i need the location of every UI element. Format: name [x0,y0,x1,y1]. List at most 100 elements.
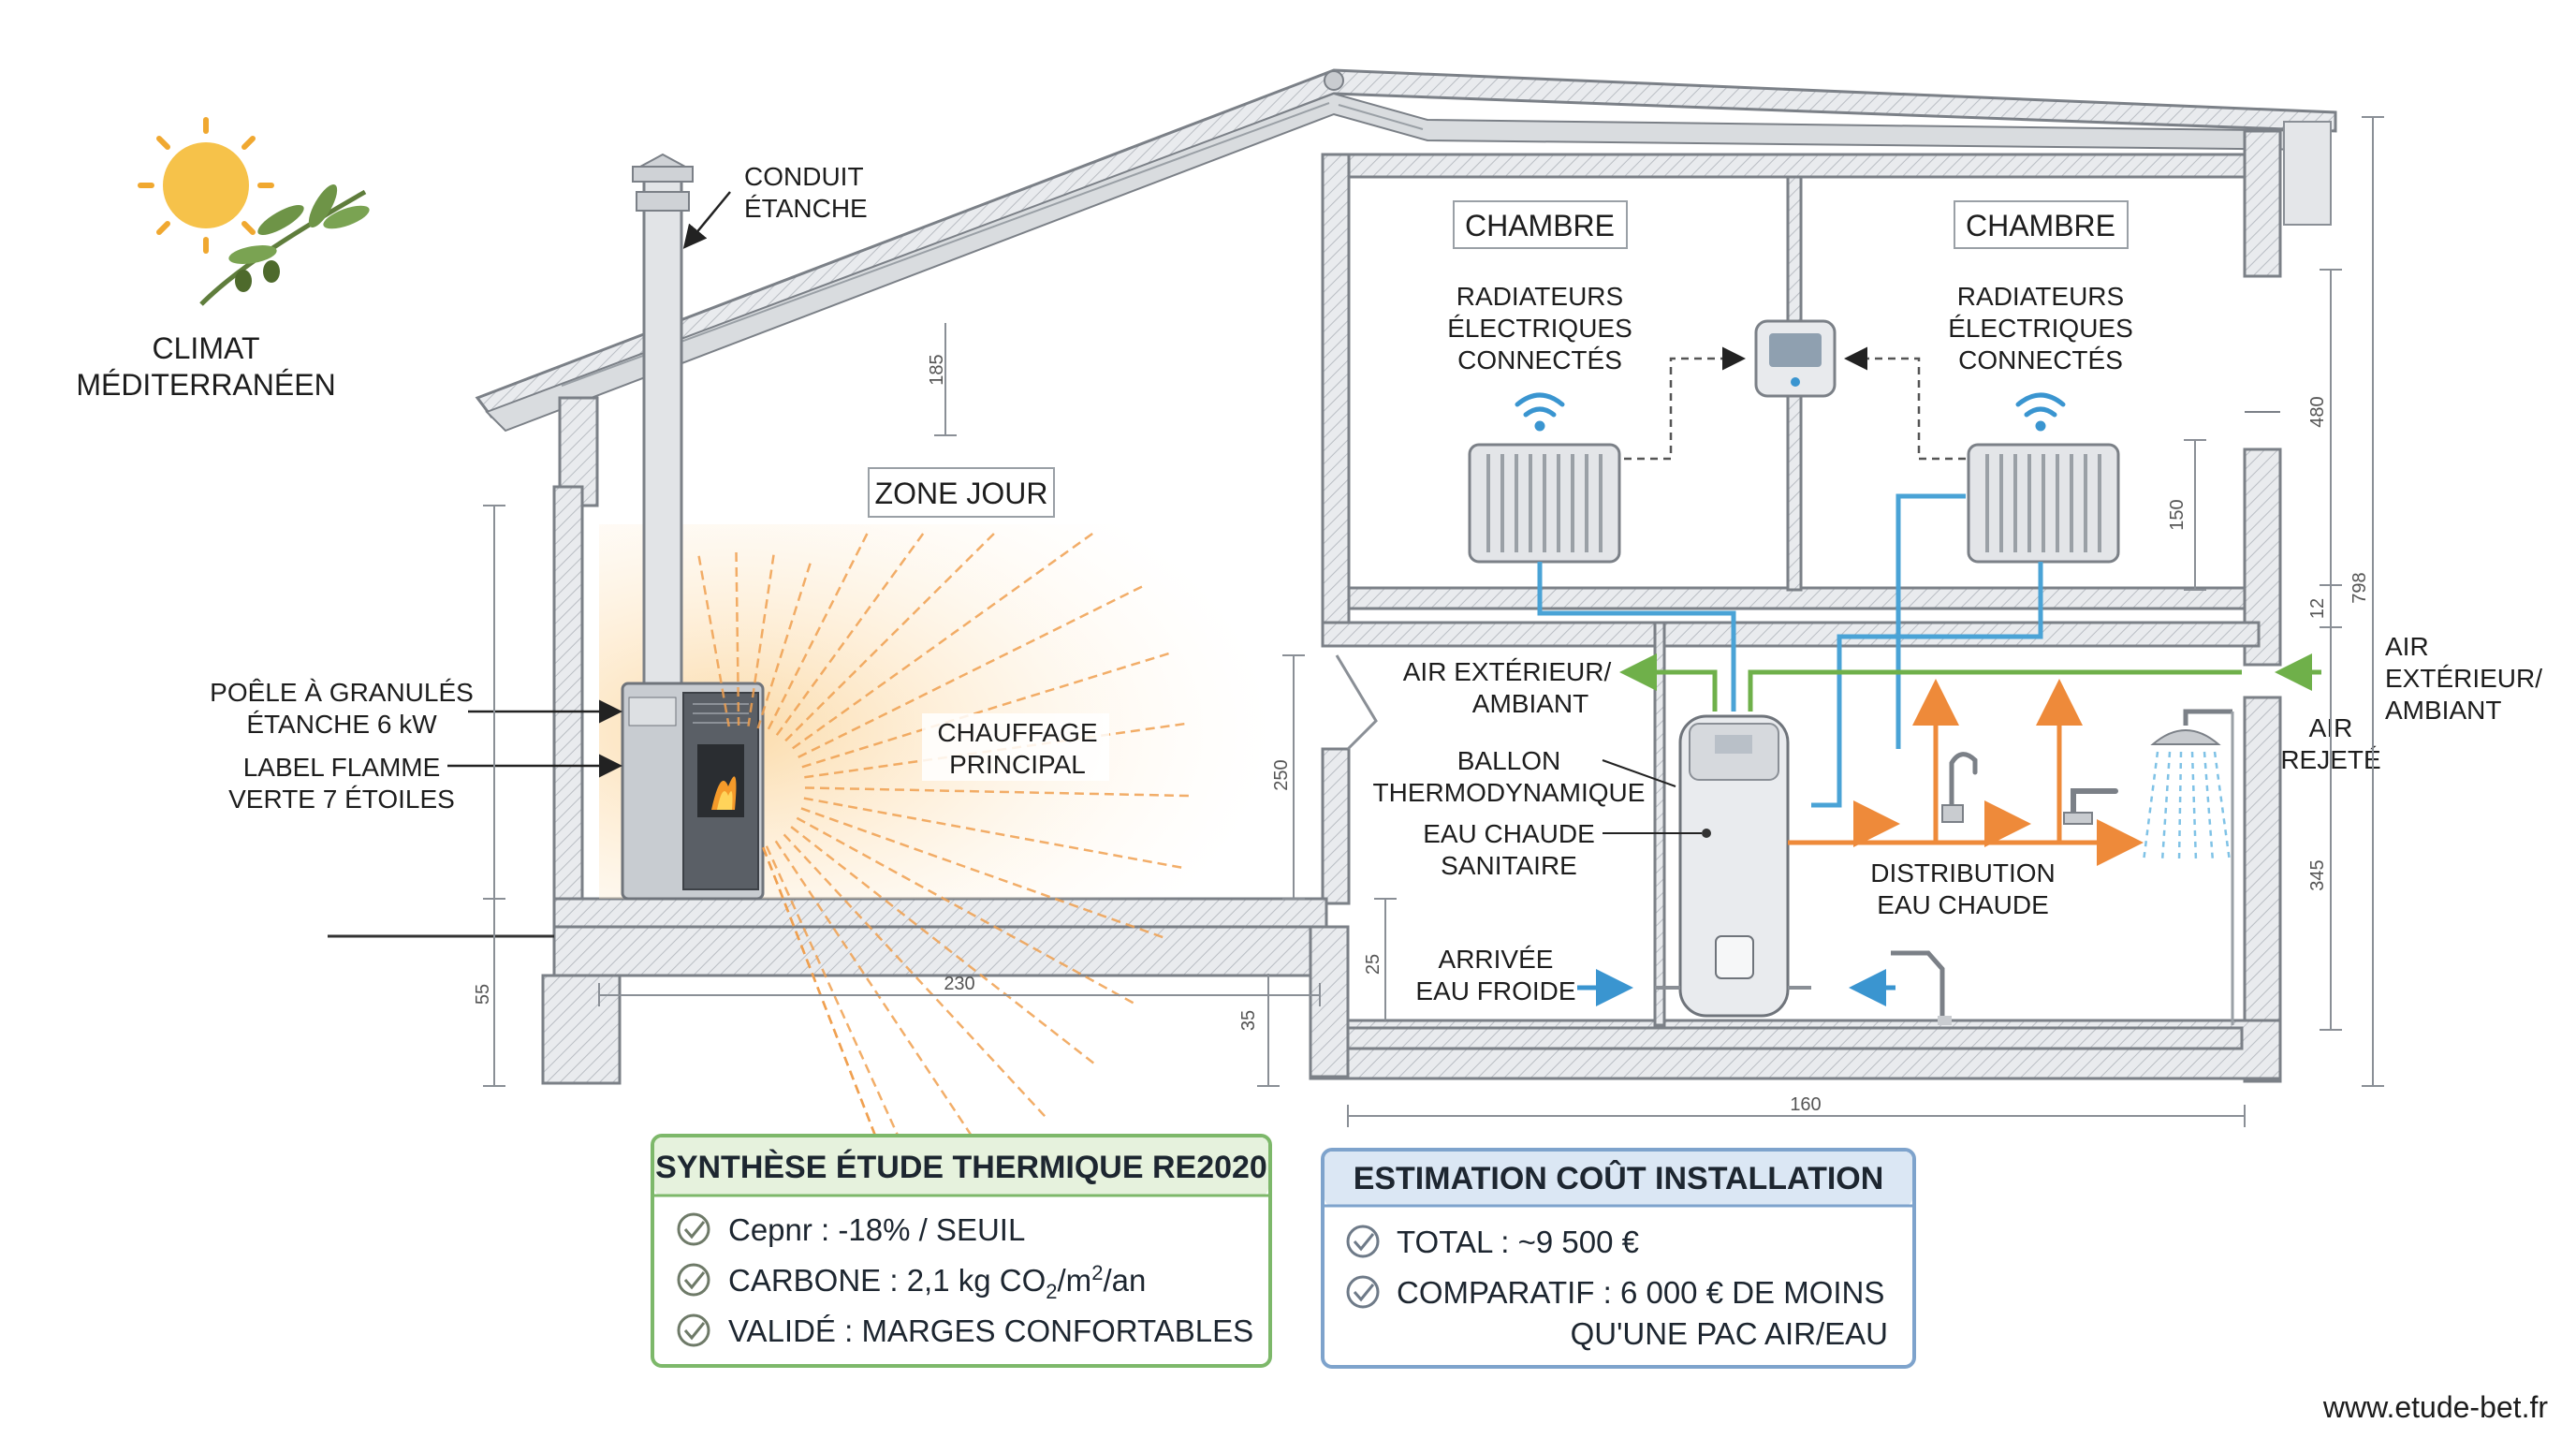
chauffage-line2: PRINCIPAL [949,750,1086,779]
dim-798: 798 [2349,572,2370,603]
poele-line2: ÉTANCHE 6 kW [246,710,437,739]
radiator-left-icon [1468,443,1621,564]
air-ext-left-line1: AIR EXTÉRIEUR/ [1403,657,1612,686]
chauffage-line1: CHAUFFAGE [937,718,1097,747]
estimation-item2-line1: COMPARATIF : 6 000 € DE MOINS [1397,1275,1884,1310]
heat-ray [782,533,995,745]
air-ext-right-line2: EXTÉRIEUR/ [2385,664,2542,693]
estimation-item1: TOTAL : ~9 500 € [1397,1225,1639,1259]
estimation-title: ESTIMATION COÛT INSTALLATION [1354,1160,1884,1196]
distribution-line1: DISTRIBUTION [1870,858,2056,888]
synthese-item1: Cepnr : -18% / SEUIL [728,1212,1025,1247]
heat-ray [771,836,989,1162]
eau-chaude-line2: SANITAIRE [1441,851,1577,880]
dim-12: 12 [2307,598,2328,619]
estimation-panel: ESTIMATION COÛT INSTALLATION TOTAL : ~9 … [1321,1148,1916,1369]
heat-ray [766,533,869,733]
rad-left-line3: CONNECTÉS [1457,345,1622,374]
wifi-icon [2015,392,2066,432]
conduit-line2: ÉTANCHE [744,194,868,223]
rad-right-line2: ÉLECTRIQUES [1948,314,2133,343]
check-icon [677,1263,710,1297]
dim-250: 250 [1271,759,1292,790]
heat-ray [774,533,925,739]
arrivee-line1: ARRIVÉE [1439,945,1554,974]
eau-chaude-line1: EAU CHAUDE [1423,819,1595,848]
dimension-lines [483,116,2384,1127]
conduit-line1: CONDUIT [744,162,864,191]
sun-icon [138,117,274,254]
rad-right-line3: CONNECTÉS [1958,345,2123,374]
water-pipes [1537,493,2043,808]
heat-ray [796,805,1164,939]
dim-150: 150 [2167,499,2188,530]
heat-ray [799,722,1185,780]
synthese-panel: SYNTHÈSE ÉTUDE THERMIQUE RE2020 Cepnr : … [651,1134,1272,1368]
shower-icon [2142,709,2234,1025]
olive-branch-icon [199,184,370,306]
dim-35: 35 [1238,1010,1259,1031]
thermodynamic-tank [1678,714,1790,1018]
estimation-item2-line2: QU'UNE PAC AIR/EAU [1571,1316,1888,1351]
check-icon [1346,1225,1380,1258]
rad-left-line1: RADIATEURS [1456,282,1623,311]
climate-line2: MÉDITERRANÉEN [76,368,335,402]
heat-ray [788,532,1093,753]
walls [541,129,2282,1085]
ballon-line2: THERMODYNAMIQUE [1373,778,1646,807]
dim-185: 185 [927,354,947,385]
heat-ray [786,823,1095,1064]
check-icon [677,1212,710,1246]
chambre-right-box [1954,200,2129,249]
chambre-right-label: CHAMBRE [1966,209,2115,242]
tap-icon [2063,788,2118,825]
heat-ray [780,829,1046,1118]
chimney-flue [632,153,694,690]
rad-right-line1: RADIATEURS [1957,282,2124,311]
synthese-title: SYNTHÈSE ÉTUDE THERMIQUE RE2020 [655,1150,1267,1185]
ballon-line1: BALLON [1457,746,1561,775]
flamme-line2: VERTE 7 ÉTOILES [228,785,455,814]
air-duct [1619,653,2321,712]
synthese-item3: VALIDÉ : MARGES CONFORTABLES [728,1313,1253,1348]
distribution-line2: EAU CHAUDE [1877,890,2049,919]
zone-jour-box [868,467,1055,518]
roof [475,68,2337,433]
heat-ray [798,796,1182,869]
air-ext-right-line3: AMBIANT [2385,696,2501,725]
dim-345: 345 [2307,859,2328,890]
heat-ray [797,652,1169,770]
climate-line1: CLIMAT [153,331,260,365]
pellet-stove [621,682,765,901]
faucet-icon [1941,752,1978,823]
thermostat-icon [1754,319,1837,398]
dim-230: 230 [944,974,974,994]
dim-160: 160 [1790,1094,1821,1115]
heat-ray [799,786,1189,798]
dim-55: 55 [473,984,493,1005]
chambre-left-box [1453,200,1628,249]
dim-25: 25 [1363,954,1383,975]
flamme-line1: LABEL FLAMME [243,753,441,782]
footer-url: www.etude-bet.fr [2322,1390,2548,1424]
zone-jour-label: ZONE JOUR [875,477,1048,510]
air-ext-right-line1: AIR [2385,632,2429,661]
hot-water-pipes [1788,679,2144,866]
chambre-left-label: CHAMBRE [1465,209,1615,242]
dim-480: 480 [2307,396,2328,427]
heat-ray [793,585,1143,761]
synthese-item2: CARBONE : 2,1 kg CO2/m2/an [728,1261,1146,1303]
rad-left-line2: ÉLECTRIQUES [1447,314,1632,343]
air-ext-left-line2: AMBIANT [1472,689,1588,718]
arrivee-line2: EAU FROIDE [1415,976,1575,1005]
check-icon [1346,1275,1380,1309]
wifi-icon [1515,392,1565,432]
heat-ray [792,814,1134,1005]
chauffage-bg [922,713,1109,781]
radiator-right-icon [1967,443,2120,564]
check-icon [677,1313,710,1347]
poele-line1: POÊLE À GRANULÉS [210,678,474,707]
bath-tap-icon [1891,950,1952,1025]
